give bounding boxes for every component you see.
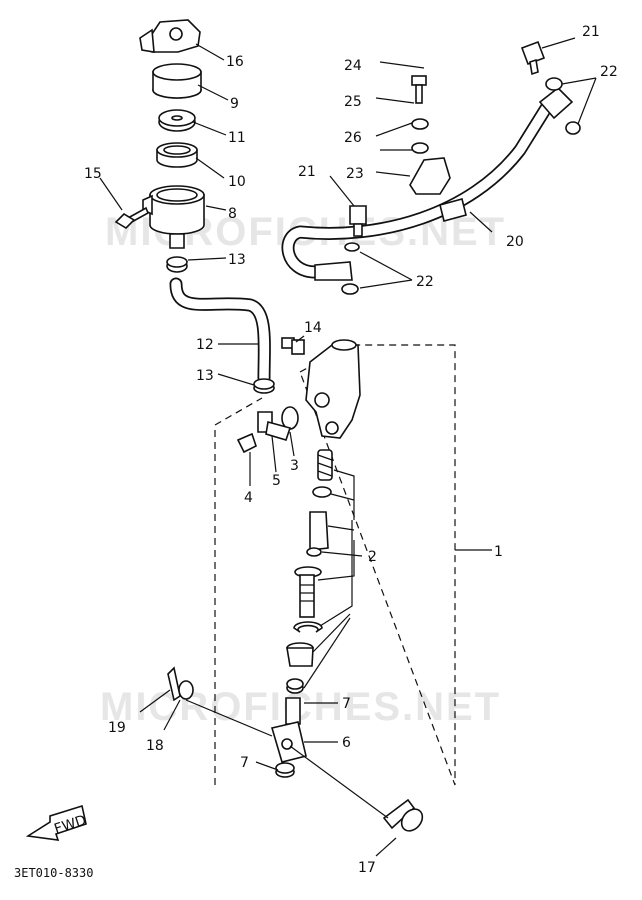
callout-15: 15 [84, 166, 102, 182]
hose-clip [236, 432, 257, 454]
callout-9: 9 [230, 96, 239, 112]
breather-screw [281, 337, 305, 355]
callout-22a: 22 [600, 64, 618, 80]
hose-fitting-bottom [314, 261, 353, 281]
callout-26: 26 [344, 130, 362, 146]
callout-16: 16 [226, 54, 244, 70]
callout-21b: 21 [298, 164, 316, 180]
callout-7b: 7 [240, 755, 249, 771]
piston-cup [306, 547, 322, 557]
hose-clamp-upper [166, 256, 188, 273]
callout-1: 1 [494, 544, 503, 560]
reservoir-cap-top [139, 19, 201, 53]
holder-washer [411, 118, 429, 130]
leader-lines [99, 37, 597, 857]
callout-17: 17 [358, 860, 376, 876]
callout-24: 24 [344, 58, 362, 74]
diaphragm-plate [158, 109, 196, 132]
callout-14: 14 [304, 320, 322, 336]
clevis-pin [382, 798, 424, 832]
hose-fitting-top [538, 86, 574, 120]
callout-10: 10 [228, 174, 246, 190]
callout-22b: 22 [416, 274, 434, 290]
hose-holder [409, 157, 451, 195]
copper-washers-top [545, 77, 581, 135]
master-cylinder-body [305, 339, 361, 439]
hose-clamp-lower [253, 378, 275, 394]
callout-11: 11 [228, 130, 246, 146]
return-spring [317, 449, 333, 481]
callout-8: 8 [228, 206, 237, 222]
lock-nut-upper [286, 678, 304, 694]
callout-23: 23 [346, 166, 364, 182]
callout-7a: 7 [342, 696, 351, 712]
mounting-bolt [114, 206, 150, 230]
reservoir-hose [169, 277, 271, 385]
spring-seat [312, 486, 332, 498]
reservoir-tank [142, 185, 205, 249]
callout-3: 3 [290, 458, 299, 474]
callout-5: 5 [272, 473, 281, 489]
callout-18: 18 [146, 738, 164, 754]
rod-end [285, 697, 301, 725]
union-bolt-top [520, 40, 546, 76]
reservoir-cap [152, 63, 202, 99]
callout-20: 20 [506, 234, 524, 250]
cotter-pin [167, 666, 181, 702]
callout-19: 19 [108, 720, 126, 736]
callout-12: 12 [196, 337, 214, 353]
callout-13b: 13 [196, 368, 214, 384]
fwd-arrow-icon: FWD [25, 804, 88, 841]
callout-4: 4 [244, 490, 253, 506]
diagram-code: 3ET010-8330 [14, 866, 93, 880]
callout-6: 6 [342, 735, 351, 751]
diaphragm [156, 142, 198, 168]
callout-13a: 13 [228, 252, 246, 268]
hose-sleeve [439, 198, 467, 222]
callout-21a: 21 [582, 24, 600, 40]
dust-boot [286, 642, 314, 667]
holder-bolt [411, 75, 427, 104]
callout-2: 2 [368, 549, 377, 565]
lock-nut-lower [275, 762, 295, 778]
pin-washer [178, 680, 194, 700]
callout-25: 25 [344, 94, 362, 110]
holder-washer-2 [411, 142, 429, 154]
hose-joint [257, 411, 292, 441]
push-rod [294, 566, 322, 618]
piston [309, 511, 329, 551]
union-bolt-mid [349, 205, 367, 237]
circlip [293, 621, 323, 633]
copper-washers-mid [341, 242, 360, 295]
